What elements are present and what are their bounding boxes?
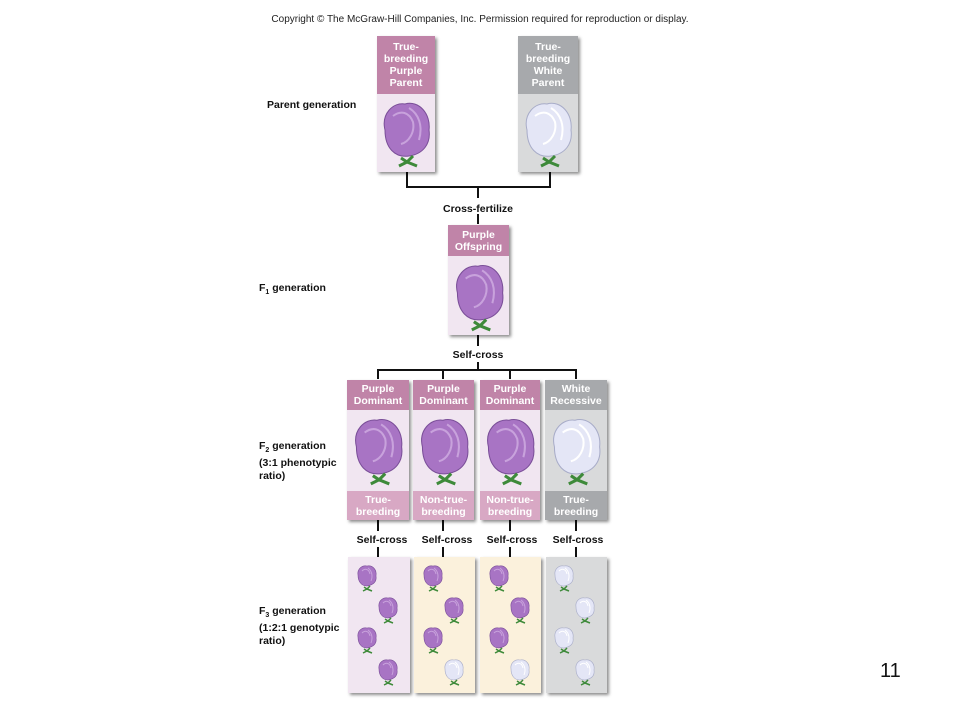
- f3-panel-3: [480, 557, 541, 693]
- parent-generation-label: Parent generation: [267, 99, 357, 111]
- purple-flower-icon: [456, 265, 504, 332]
- f2-card-4: White Recessive True- breeding: [545, 380, 607, 520]
- parent-white-card: True- breeding White Parent: [518, 36, 578, 172]
- f2-card-1-label: Purple Dominant: [347, 380, 409, 410]
- f1-offspring-label: Purple Offspring: [448, 225, 509, 256]
- purple-flower-icon: [487, 419, 535, 486]
- purple-flower-icon: [378, 597, 398, 624]
- f2-card-3: Purple Dominant Non-true- breeding: [480, 380, 540, 520]
- purple-flower-icon: [383, 102, 430, 168]
- f1-generation-label: F1 generation: [259, 282, 326, 297]
- white-flower-icon: [553, 419, 601, 486]
- white-flower-icon: [510, 659, 530, 686]
- f2-self-cross-label-3: Self-cross: [486, 534, 538, 546]
- f3-panel-2: [414, 557, 475, 693]
- f2-self-cross-label-4: Self-cross: [552, 534, 604, 546]
- white-flower-icon: [444, 659, 464, 686]
- purple-flower-icon: [423, 565, 443, 592]
- f2-self-cross-label-1: Self-cross: [356, 534, 408, 546]
- parent-white-label: True- breeding White Parent: [518, 36, 578, 94]
- white-flower-icon: [525, 102, 572, 168]
- purple-flower-icon: [510, 597, 530, 624]
- white-flower-icon: [554, 627, 574, 654]
- purple-flower-icon: [378, 659, 398, 686]
- f1-offspring-card: Purple Offspring: [448, 225, 509, 335]
- f2-card-4-label: White Recessive: [545, 380, 607, 410]
- purple-flower-icon: [444, 597, 464, 624]
- purple-flower-icon: [357, 627, 377, 654]
- f2-card-3-label: Purple Dominant: [480, 380, 540, 410]
- f3-generation-label: F3 generation (1:2:1 genotypic ratio): [259, 605, 340, 648]
- purple-flower-icon: [489, 627, 509, 654]
- purple-flower-icon: [357, 565, 377, 592]
- cross-fertilize-label: Cross-fertilize: [442, 203, 514, 215]
- f2-generation-label: F2 generation (3:1 phenotypic ratio): [259, 440, 337, 483]
- f2-card-4-footer: True- breeding: [545, 491, 607, 520]
- white-flower-icon: [575, 659, 595, 686]
- purple-flower-icon: [355, 419, 403, 486]
- purple-flower-icon: [489, 565, 509, 592]
- white-flower-icon: [575, 597, 595, 624]
- f2-self-cross-label-2: Self-cross: [421, 534, 473, 546]
- purple-flower-icon: [421, 419, 469, 486]
- white-flower-icon: [554, 565, 574, 592]
- parent-purple-label: True- breeding Purple Parent: [377, 36, 435, 94]
- f2-card-3-footer: Non-true- breeding: [480, 491, 540, 520]
- page-number: 11: [880, 660, 901, 682]
- copyright-notice: Copyright © The McGraw-Hill Companies, I…: [271, 14, 689, 25]
- f2-card-2: Purple Dominant Non-true- breeding: [413, 380, 474, 520]
- purple-flower-icon: [423, 627, 443, 654]
- f2-card-1-footer: True- breeding: [347, 491, 409, 520]
- self-cross-label: Self-cross: [452, 349, 504, 361]
- parent-purple-card: True- breeding Purple Parent: [377, 36, 435, 172]
- f2-connector: [377, 369, 577, 379]
- f2-card-1: Purple Dominant True- breeding: [347, 380, 409, 520]
- f2-card-2-footer: Non-true- breeding: [413, 491, 474, 520]
- f2-card-2-label: Purple Dominant: [413, 380, 474, 410]
